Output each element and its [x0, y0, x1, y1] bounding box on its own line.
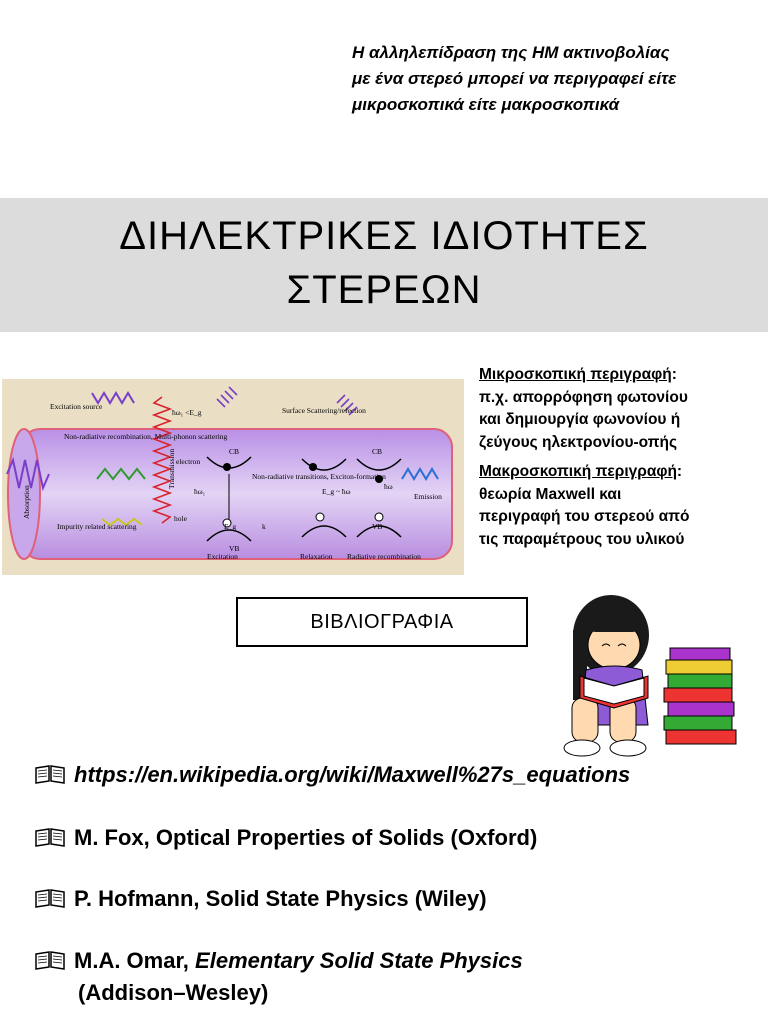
transmission-wave — [151, 396, 173, 524]
girl-reading-illustration — [563, 595, 737, 757]
macro-heading: Μακροσκοπική περιγραφή — [479, 463, 677, 480]
intro-line-2: με ένα στερεό μπορεί να περιγραφεί είτε — [352, 69, 677, 88]
label-excitation-source: Excitation source — [50, 402, 103, 411]
label-vb: VB — [229, 544, 239, 553]
bibliography-heading-box: ΒΙΒΛΙΟΓΡΑΦΙΑ — [236, 597, 528, 647]
label-relaxation: Relaxation — [300, 552, 333, 561]
phonon-wave — [96, 467, 146, 481]
bibliography-heading: ΒΙΒΛΙΟΓΡΑΦΙΑ — [310, 610, 454, 633]
book-icon — [35, 828, 65, 847]
reference-2-text: M. Fox, Optical Properties of Solids (Ox… — [74, 825, 538, 850]
reference-3-text: P. Hofmann, Solid State Physics (Wiley) — [74, 886, 487, 911]
reference-3: P. Hofmann, Solid State Physics (Wiley) — [34, 886, 487, 912]
micro-block: Μικροσκοπική περιγραφή: π.χ. απορρόφηση … — [479, 364, 764, 454]
label-nonrad-trans: Non-radiative transitions, Exciton-forma… — [252, 472, 386, 481]
intro-text: Η αλληλεπίδραση της ΗΜ ακτινοβολίας με έ… — [352, 40, 762, 118]
reference-2: M. Fox, Optical Properties of Solids (Ox… — [34, 825, 537, 851]
macro-block: Μακροσκοπική περιγραφή: θεωρία Maxwell κ… — [479, 461, 764, 551]
reference-1: https://en.wikipedia.org/wiki/Maxwell%27… — [34, 762, 630, 788]
reference-4-title: Elementary Solid State Physics — [195, 948, 523, 973]
tube-end — [7, 428, 41, 560]
label-cb-2: CB — [372, 447, 382, 456]
page-title-line-2: ΣΤΕΡΕΩΝ — [286, 268, 482, 312]
micro-line-3: ζεύγους ηλεκτρονίου-οπής — [479, 433, 678, 451]
surface-wave-2 — [336, 394, 358, 416]
label-hw-less-eg: ħω₁ <E_g — [172, 408, 202, 417]
light-matter-interaction-figure: Excitation source ħω₁ <E_g Surface Scatt… — [2, 379, 464, 575]
reference-4-publisher: (Addison–Wesley) — [78, 980, 269, 1005]
label-hw1: ħω₁ — [194, 487, 206, 496]
intro-line-3: μικροσκοπικά είτε μακροσκοπικά — [352, 95, 620, 114]
reference-1-link[interactable]: https://en.wikipedia.org/wiki/Maxwell%27… — [74, 762, 631, 787]
incident-wave — [6, 456, 50, 492]
label-electron: electron — [176, 457, 200, 466]
emission-wave — [401, 467, 439, 481]
surface-wave-1 — [216, 386, 238, 408]
book-stack-icon — [663, 647, 737, 745]
micro-line-2: και δημιουργία φωνονίου ή — [479, 411, 681, 428]
label-k: k — [262, 522, 266, 531]
label-vb-2: VB — [372, 522, 382, 531]
macro-colon: : — [676, 463, 683, 480]
title-band: ΔΙΗΛΕΚΤΡΙΚΕΣ ΙΔΙΟΤΗΤΕΣ ΣΤΕΡΕΩΝ — [0, 198, 768, 332]
label-cb: CB — [229, 447, 239, 456]
label-radiative: Radiative recombination — [347, 552, 421, 561]
book-icon — [35, 889, 65, 908]
book-icon — [35, 765, 65, 784]
reference-4-author: M.A. Omar, — [74, 948, 196, 973]
label-surface: Surface Scattering/refection — [282, 406, 366, 415]
micro-line-1: π.χ. απορρόφηση φωτονίου — [479, 388, 688, 406]
intro-line-1: Η αλληλεπίδραση της ΗΜ ακτινοβολίας — [352, 43, 670, 62]
label-eg-hw: E_g ~ ħω — [322, 487, 351, 496]
label-excitation: Excitation — [207, 552, 238, 561]
macro-line-3: τις παραμέτρους του υλικού — [479, 530, 685, 548]
micro-heading: Μικροσκοπική περιγραφή — [479, 366, 672, 383]
book-icon — [35, 951, 65, 970]
reference-4: M.A. Omar, Elementary Solid State Physic… — [34, 948, 523, 974]
description-panel: Μικροσκοπική περιγραφή: π.χ. απορρόφηση … — [479, 364, 764, 558]
micro-colon: : — [671, 366, 677, 383]
label-eg: E_g — [224, 522, 236, 531]
impurity-wave — [101, 517, 143, 527]
label-emission: Emission — [414, 492, 442, 501]
figure-svg: Excitation source ħω₁ <E_g Surface Scatt… — [6, 386, 453, 561]
source-wave — [91, 391, 135, 405]
page-title-line-1: ΔΙΗΛΕΚΤΡΙΚΕΣ ΙΔΙΟΤΗΤΕΣ — [119, 214, 649, 258]
label-transmission: Transmission — [167, 449, 176, 489]
label-impurity: Impurity related scattering — [57, 522, 137, 531]
macro-line-1: θεωρία Maxwell και — [479, 485, 622, 503]
label-hole: hole — [174, 514, 188, 523]
label-hw: ħω — [384, 482, 393, 491]
label-nonrad-recomb: Non-radiative recombination, Multi-phono… — [64, 432, 228, 441]
macro-line-2: περιγραφή του στερεού από — [479, 508, 690, 525]
label-absorption: Absorption — [22, 485, 31, 519]
